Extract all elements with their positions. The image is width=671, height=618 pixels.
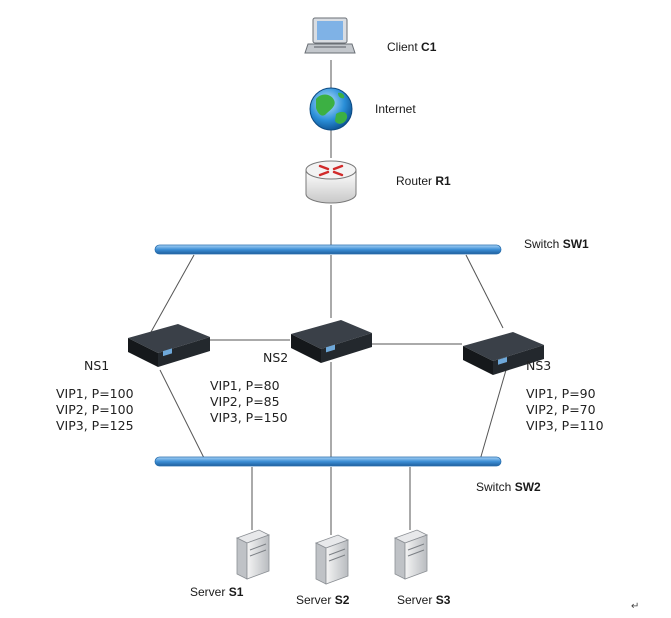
server-s3-id: S3 — [435, 593, 451, 607]
ns3-vip2: VIP2, P=70 — [526, 402, 596, 417]
server-s3-label: Server S3 — [397, 593, 450, 607]
link-sw1-ns3 — [465, 254, 504, 329]
return-mark: ↵ — [631, 601, 640, 612]
ns3-vip-list: VIP1, P=90 VIP2, P=70 VIP3, P=110 — [526, 386, 604, 434]
client-label: Client C1 — [387, 40, 436, 54]
appliance-ns1-icon — [128, 324, 210, 367]
server-s2-id: S2 — [334, 593, 350, 607]
switch-sw2-id: SW2 — [514, 480, 541, 494]
server-s3-prefix: Server — [397, 593, 433, 607]
server-s2-label: Server S2 — [296, 593, 349, 607]
link-ns3-sw2 — [479, 369, 507, 461]
ns3-vip3: VIP3, P=110 — [526, 418, 604, 433]
server-s1-prefix: Server — [190, 585, 226, 599]
switch-sw1-prefix: Switch — [524, 237, 560, 251]
server-s2-prefix: Server — [296, 593, 332, 607]
ns2-vip1: VIP1, P=80 — [210, 378, 280, 393]
ns1-label: NS1 — [84, 358, 110, 373]
ns2-label: NS2 — [263, 350, 289, 365]
appliance-ns3-icon — [463, 332, 544, 375]
ns1-vip3: VIP3, P=125 — [56, 418, 134, 433]
switch-sw1-id: SW1 — [562, 237, 589, 251]
switch-sw2-bus — [154, 456, 502, 467]
router-label-id: R1 — [435, 174, 451, 188]
ns1-vip1: VIP1, P=100 — [56, 386, 134, 401]
ns2-vip-list: VIP1, P=80 VIP2, P=85 VIP3, P=150 — [210, 378, 288, 426]
router-label-prefix: Router — [396, 174, 433, 188]
ns1-vip2: VIP2, P=100 — [56, 402, 134, 417]
ns3-vip1: VIP1, P=90 — [526, 386, 596, 401]
link-ns1-sw2 — [159, 369, 206, 461]
ns3-label: NS3 — [526, 358, 552, 373]
link-sw1-ns1 — [150, 254, 195, 333]
ns2-vip2: VIP2, P=85 — [210, 394, 280, 409]
switch-sw2-prefix: Switch — [476, 480, 512, 494]
switch-sw1-label: Switch SW1 — [524, 237, 589, 251]
server-s3-icon — [393, 529, 429, 580]
router-label: Router R1 — [396, 174, 451, 188]
ns1-vip-list: VIP1, P=100 VIP2, P=100 VIP3, P=125 — [56, 386, 134, 434]
server-s1-id: S1 — [228, 585, 244, 599]
server-s1-icon — [235, 529, 271, 580]
client-label-prefix: Client — [387, 40, 418, 54]
ns2-vip3: VIP3, P=150 — [210, 410, 288, 425]
switch-sw1-bus — [154, 244, 502, 255]
switch-sw2-label: Switch SW2 — [476, 480, 541, 494]
router-icon — [305, 160, 357, 204]
client-label-id: C1 — [421, 40, 437, 54]
server-s1-label: Server S1 — [190, 585, 243, 599]
server-s2-icon — [314, 534, 350, 585]
appliance-ns2-icon — [291, 320, 372, 363]
globe-icon — [309, 87, 353, 131]
links — [150, 60, 507, 535]
internet-label: Internet — [375, 102, 416, 116]
laptop-icon — [304, 17, 356, 54]
